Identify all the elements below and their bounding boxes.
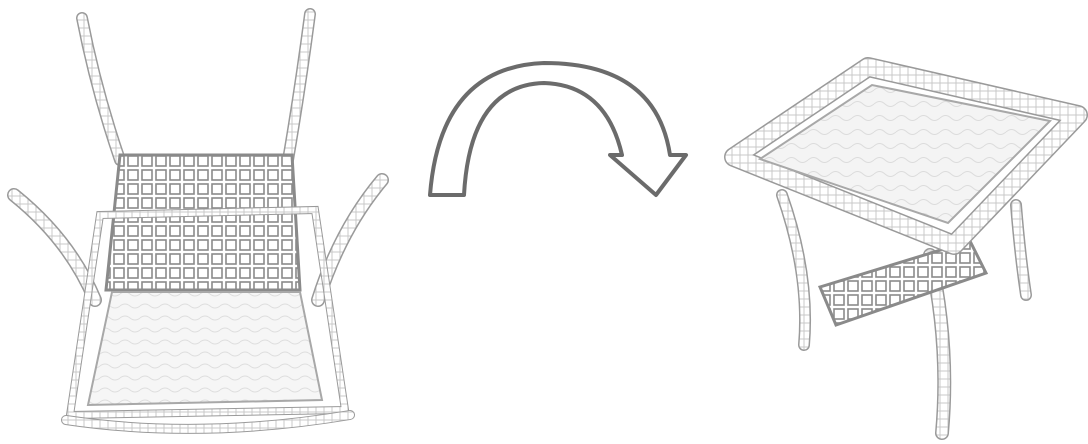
curved-arrow-icon (420, 55, 700, 215)
lower-shelf (820, 241, 986, 325)
lower-shelf (106, 155, 300, 290)
upright-table-icon (720, 55, 1088, 444)
glass-top (88, 292, 322, 405)
upside-down-table-icon (0, 0, 400, 444)
